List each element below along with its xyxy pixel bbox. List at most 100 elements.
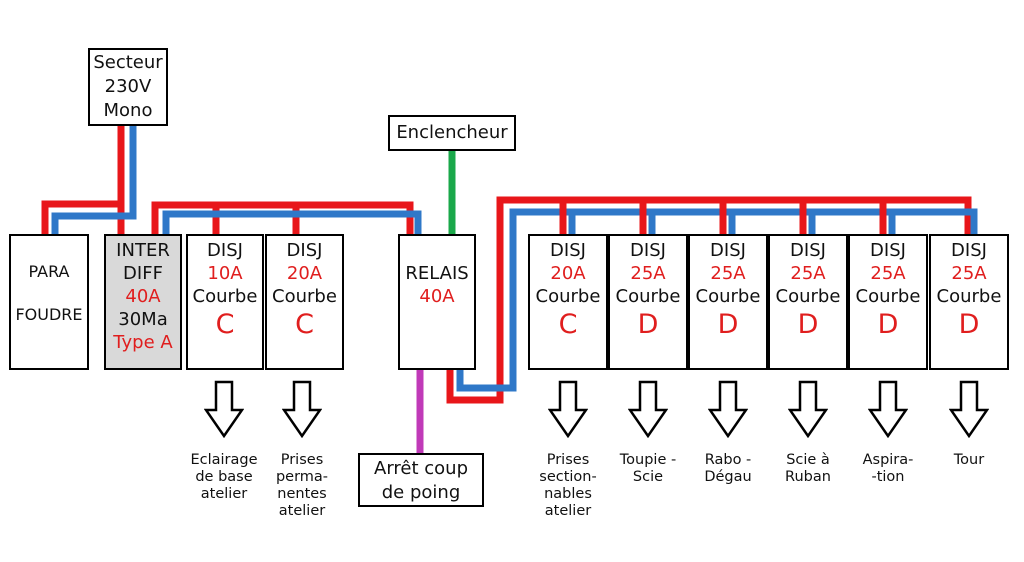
load-line: Prises [546, 452, 590, 468]
breaker-right-2: DISJ 25A Courbe D [608, 234, 688, 370]
enclencheur-label: Enclencheur [396, 122, 508, 143]
breaker-title: DISJ [286, 240, 323, 261]
load-line: Eclairage [190, 452, 258, 468]
down-arrow-icon [868, 380, 908, 438]
breaker-rating: 20A [550, 263, 586, 284]
parafoudre-module: PARA FOUDRE [9, 234, 89, 370]
breaker-rating: 25A [790, 263, 826, 284]
breaker-rating: 25A [710, 263, 746, 284]
supply-line-3: Mono [103, 100, 153, 121]
breaker-rating: 25A [630, 263, 666, 284]
breaker-curve-label: Courbe [535, 286, 601, 307]
neutral-wire-supply [51, 124, 137, 236]
load-line: de base [195, 469, 253, 485]
supply-line-1: Secteur [93, 52, 163, 73]
interdiff-type: Type A [113, 332, 173, 353]
breaker-title: DISJ [630, 240, 666, 261]
breaker-right-3: DISJ 25A Courbe D [688, 234, 768, 370]
load-label-right-2: Toupie - Scie [603, 452, 693, 486]
breaker-rating: 25A [951, 263, 987, 284]
load-line: Toupie - [619, 452, 677, 468]
load-label-left-2: Prises perma- nentes atelier [257, 452, 347, 520]
down-arrow-icon [949, 380, 989, 438]
breaker-curve: C [558, 309, 578, 340]
breaker-rating: 10A [207, 263, 243, 284]
breaker-curve-label: Courbe [936, 286, 1002, 307]
breaker-rating: 25A [870, 263, 906, 284]
breaker-title: DISJ [870, 240, 906, 261]
down-arrow-icon [708, 380, 748, 438]
relay-title: RELAIS [405, 263, 469, 284]
breaker-curve-label: Courbe [615, 286, 681, 307]
relay-module: RELAIS 40A [398, 234, 476, 370]
breaker-rating: 20A [286, 263, 323, 284]
breaker-title: DISJ [710, 240, 746, 261]
supply-box: Secteur 230V Mono [88, 48, 168, 126]
load-line: Ruban [785, 469, 831, 485]
interdiff-line-1: INTER [116, 240, 170, 261]
load-label-right-4: Scie à Ruban [763, 452, 853, 486]
breaker-title: DISJ [951, 240, 987, 261]
load-line: nables [544, 486, 592, 502]
load-line: Aspira- [862, 452, 914, 468]
down-arrow-icon [628, 380, 668, 438]
load-label-right-1: Prises section- nables atelier [523, 452, 613, 520]
emergency-stop-box: Arrêt coup de poing [358, 453, 484, 507]
load-label-left-1: Eclairage de base atelier [179, 452, 269, 503]
enclencheur-box: Enclencheur [388, 115, 516, 151]
load-line: atelier [200, 486, 248, 502]
load-line: Scie [632, 469, 664, 485]
breaker-curve: D [797, 309, 819, 340]
breaker-right-4: DISJ 25A Courbe D [768, 234, 848, 370]
load-line: nentes [277, 486, 327, 502]
breaker-curve-label: Courbe [775, 286, 841, 307]
phase-bus-left [151, 201, 414, 236]
breaker-title: DISJ [550, 240, 586, 261]
breaker-curve: D [877, 309, 899, 340]
breaker-left-2: DISJ 20A Courbe C [265, 234, 344, 370]
breaker-right-1: DISJ 20A Courbe C [528, 234, 608, 370]
breaker-curve-label: Courbe [695, 286, 761, 307]
phase-wire-relay-out [446, 196, 972, 404]
neutral-wire-relay-out [456, 208, 978, 392]
breaker-curve: D [637, 309, 659, 340]
load-line: perma- [275, 469, 329, 485]
breaker-curve: D [717, 309, 739, 340]
neutral-bus-left [162, 210, 422, 236]
breaker-title: DISJ [207, 240, 243, 261]
breaker-curve: C [295, 309, 314, 340]
breaker-curve: C [215, 309, 235, 340]
interdiff-rating: 40A [125, 286, 161, 307]
relay-rating: 40A [419, 286, 455, 307]
down-arrow-icon [788, 380, 828, 438]
down-arrow-icon [282, 380, 322, 438]
down-arrow-icon [204, 380, 244, 438]
load-line: atelier [544, 503, 592, 519]
parafoudre-line-2: FOUDRE [15, 305, 83, 324]
load-line: Dégau [704, 469, 752, 485]
load-line: Rabo - [704, 452, 752, 468]
phase-wire-supply [41, 124, 125, 236]
breaker-left-1: DISJ 10A Courbe C [186, 234, 264, 370]
down-arrow-icon [548, 380, 588, 438]
breaker-curve-label: Courbe [192, 286, 258, 307]
breaker-right-5: DISJ 25A Courbe D [848, 234, 928, 370]
interdiff-sensitivity: 30Ma [118, 309, 168, 330]
breaker-curve-label: Courbe [272, 286, 337, 307]
load-label-right-6: Tour [924, 452, 1014, 469]
load-line: Scie à [786, 452, 830, 468]
estop-line-2: de poing [381, 482, 461, 503]
interdiff-line-2: DIFF [123, 263, 163, 284]
load-line: Tour [953, 452, 985, 468]
load-line: section- [539, 469, 597, 485]
load-label-right-3: Rabo - Dégau [683, 452, 773, 486]
breaker-title: DISJ [790, 240, 826, 261]
load-label-right-5: Aspira- -tion [843, 452, 933, 486]
supply-line-2: 230V [104, 76, 152, 97]
load-line: atelier [278, 503, 326, 519]
breaker-curve-label: Courbe [855, 286, 921, 307]
load-line: Prises [280, 452, 324, 468]
interdiff-module: INTER DIFF 40A 30Ma Type A [104, 234, 182, 370]
breaker-curve: D [958, 309, 980, 340]
